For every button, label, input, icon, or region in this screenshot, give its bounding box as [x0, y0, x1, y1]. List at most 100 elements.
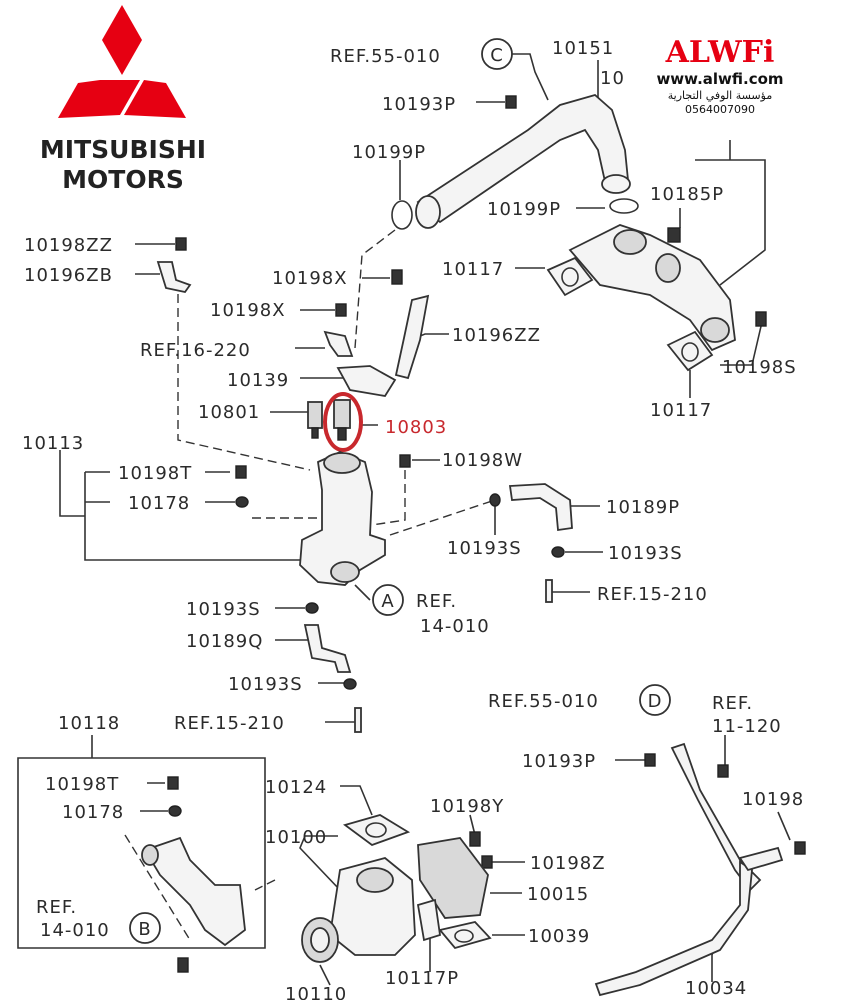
label-10185p: 10185P: [650, 184, 724, 205]
bracket-10196zz: [394, 294, 430, 380]
label-10015: 10015: [527, 884, 589, 905]
label-10193p-top: 10193P: [382, 94, 456, 115]
label-ref-a-line1: REF.: [416, 591, 457, 612]
label-ref-a-line2: 14-010: [420, 616, 490, 637]
label-ref-16-220: REF.16-220: [140, 340, 251, 361]
o-ring-10199p-left: [391, 200, 413, 230]
bolt-10198t-top: [235, 465, 247, 479]
gasket-10117p: [416, 898, 441, 942]
label-ref-55-010-c: REF.55-010: [330, 46, 441, 67]
label-10039: 10039: [528, 926, 590, 947]
washer-10178-bottom: [168, 805, 182, 817]
label-10198w: 10198W: [442, 450, 523, 471]
label-10198y: 10198Y: [430, 796, 504, 817]
label-10193s-b: 10193S: [608, 543, 683, 564]
clamp-10193s-d: [343, 678, 357, 690]
label-10199p-left: 10199P: [352, 142, 426, 163]
label-10198s: 10198S: [722, 357, 797, 378]
bolt-10198zz: [175, 237, 187, 251]
label-10100: 10100: [265, 827, 327, 848]
watermark-phone: 0564007090: [685, 103, 755, 116]
label-10196zb: 10196ZB: [24, 265, 113, 286]
pin-ref-15-210-left: [354, 707, 362, 733]
watermark-title: ALWFi: [665, 35, 775, 70]
logo-diamond-left: [58, 80, 140, 118]
label-10196zz: 10196ZZ: [452, 325, 541, 346]
o-ring-10199p-right: [609, 198, 639, 214]
label-10193p-bottom: 10193P: [522, 751, 596, 772]
label-ref-55-010-d: REF.55-010: [488, 691, 599, 712]
label-10124: 10124: [265, 777, 327, 798]
label-10139: 10139: [227, 370, 289, 391]
bolt-10198: [794, 841, 806, 855]
ref-circle-d-letter: D: [648, 691, 663, 712]
bolt-10193p-bottom: [644, 753, 656, 767]
clamp-10193s-a: [489, 493, 501, 507]
label-10198zz: 10198ZZ: [24, 235, 113, 256]
watermark-arabic-name: مؤسسة الوفي التجارية: [668, 89, 773, 102]
label-10198: 10198: [742, 789, 804, 810]
bolt-10198x-top: [391, 269, 403, 285]
label-10193s-d: 10193S: [228, 674, 303, 695]
gasket-10124: [342, 814, 411, 847]
label-10118: 10118: [58, 713, 120, 734]
label-10189p: 10189P: [606, 497, 680, 518]
assembly-lines: [124, 229, 496, 941]
bracket-10196zb: [156, 261, 192, 294]
label-10801: 10801: [198, 402, 260, 423]
label-10-cut: 10: [600, 68, 625, 89]
label-ref-11-line2: 11-120: [712, 716, 782, 737]
label-10117-top: 10117: [442, 259, 504, 280]
brand-name-line2: MOTORS: [62, 165, 184, 194]
leader-lines: [17, 53, 791, 986]
logo-diamond-top: [102, 5, 142, 75]
ref-circle-b: [129, 912, 161, 944]
logo-diamond-right: [124, 80, 186, 118]
brand-name-line1: MITSUBISHI: [40, 135, 206, 164]
bracket-10139: [336, 365, 397, 397]
bolt-10198y: [469, 831, 481, 847]
alwfi-watermark: ALWFi www.alwfi.com مؤسسة الوفي التجارية…: [640, 28, 820, 124]
ref-circle-d: [639, 684, 671, 716]
label-10117-right: 10117: [650, 400, 712, 421]
label-10151: 10151: [552, 38, 614, 59]
manifold-10117-housing: [568, 224, 736, 352]
label-10178-top: 10178: [128, 493, 190, 514]
bolt-bottom-left: [177, 957, 189, 973]
thermostat-10110: [301, 917, 339, 963]
label-10193s-c: 10193S: [186, 599, 261, 620]
bolt-10193p-top: [505, 95, 517, 109]
clamp-10193s-b: [551, 546, 565, 558]
bolt-ref-11-120: [717, 764, 729, 778]
cover-10015: [417, 837, 489, 919]
clamp-10193s-c: [305, 602, 319, 614]
hose-10189q: [303, 624, 352, 673]
sensor-10803: [333, 399, 351, 441]
label-10113: 10113: [22, 433, 84, 454]
washer-10178-top: [235, 496, 249, 508]
housing-10113: [299, 451, 386, 586]
bolt-10198t-bottom: [167, 776, 179, 790]
label-10189q: 10189Q: [186, 631, 263, 652]
gasket-10117-top: [546, 256, 594, 297]
label-10178-bottom: 10178: [62, 802, 124, 823]
label-ref-b-line2: 14-010: [40, 920, 110, 941]
clip-ref-16-220: [323, 330, 354, 357]
label-ref-b-line1: REF.: [36, 897, 77, 918]
label-10034: 10034: [685, 978, 747, 999]
label-10198t-top: 10198T: [118, 463, 192, 484]
label-10199p-right: 10199P: [487, 199, 561, 220]
sensor-10801: [307, 401, 323, 439]
pipe-10118: [141, 836, 246, 947]
pipe-10034: [594, 742, 784, 997]
pin-ref-15-210-right: [545, 579, 553, 603]
label-10198x-top: 10198X: [272, 268, 348, 289]
label-ref-15-210-right: REF.15-210: [597, 584, 708, 605]
bolt-10198w: [399, 454, 411, 468]
fitting-10185p: [667, 227, 681, 243]
label-10198z: 10198Z: [530, 853, 606, 874]
watermark-url: www.alwfi.com: [656, 70, 783, 88]
ref-circle-a-letter: A: [381, 591, 394, 612]
label-10198x-mid: 10198X: [210, 300, 286, 321]
